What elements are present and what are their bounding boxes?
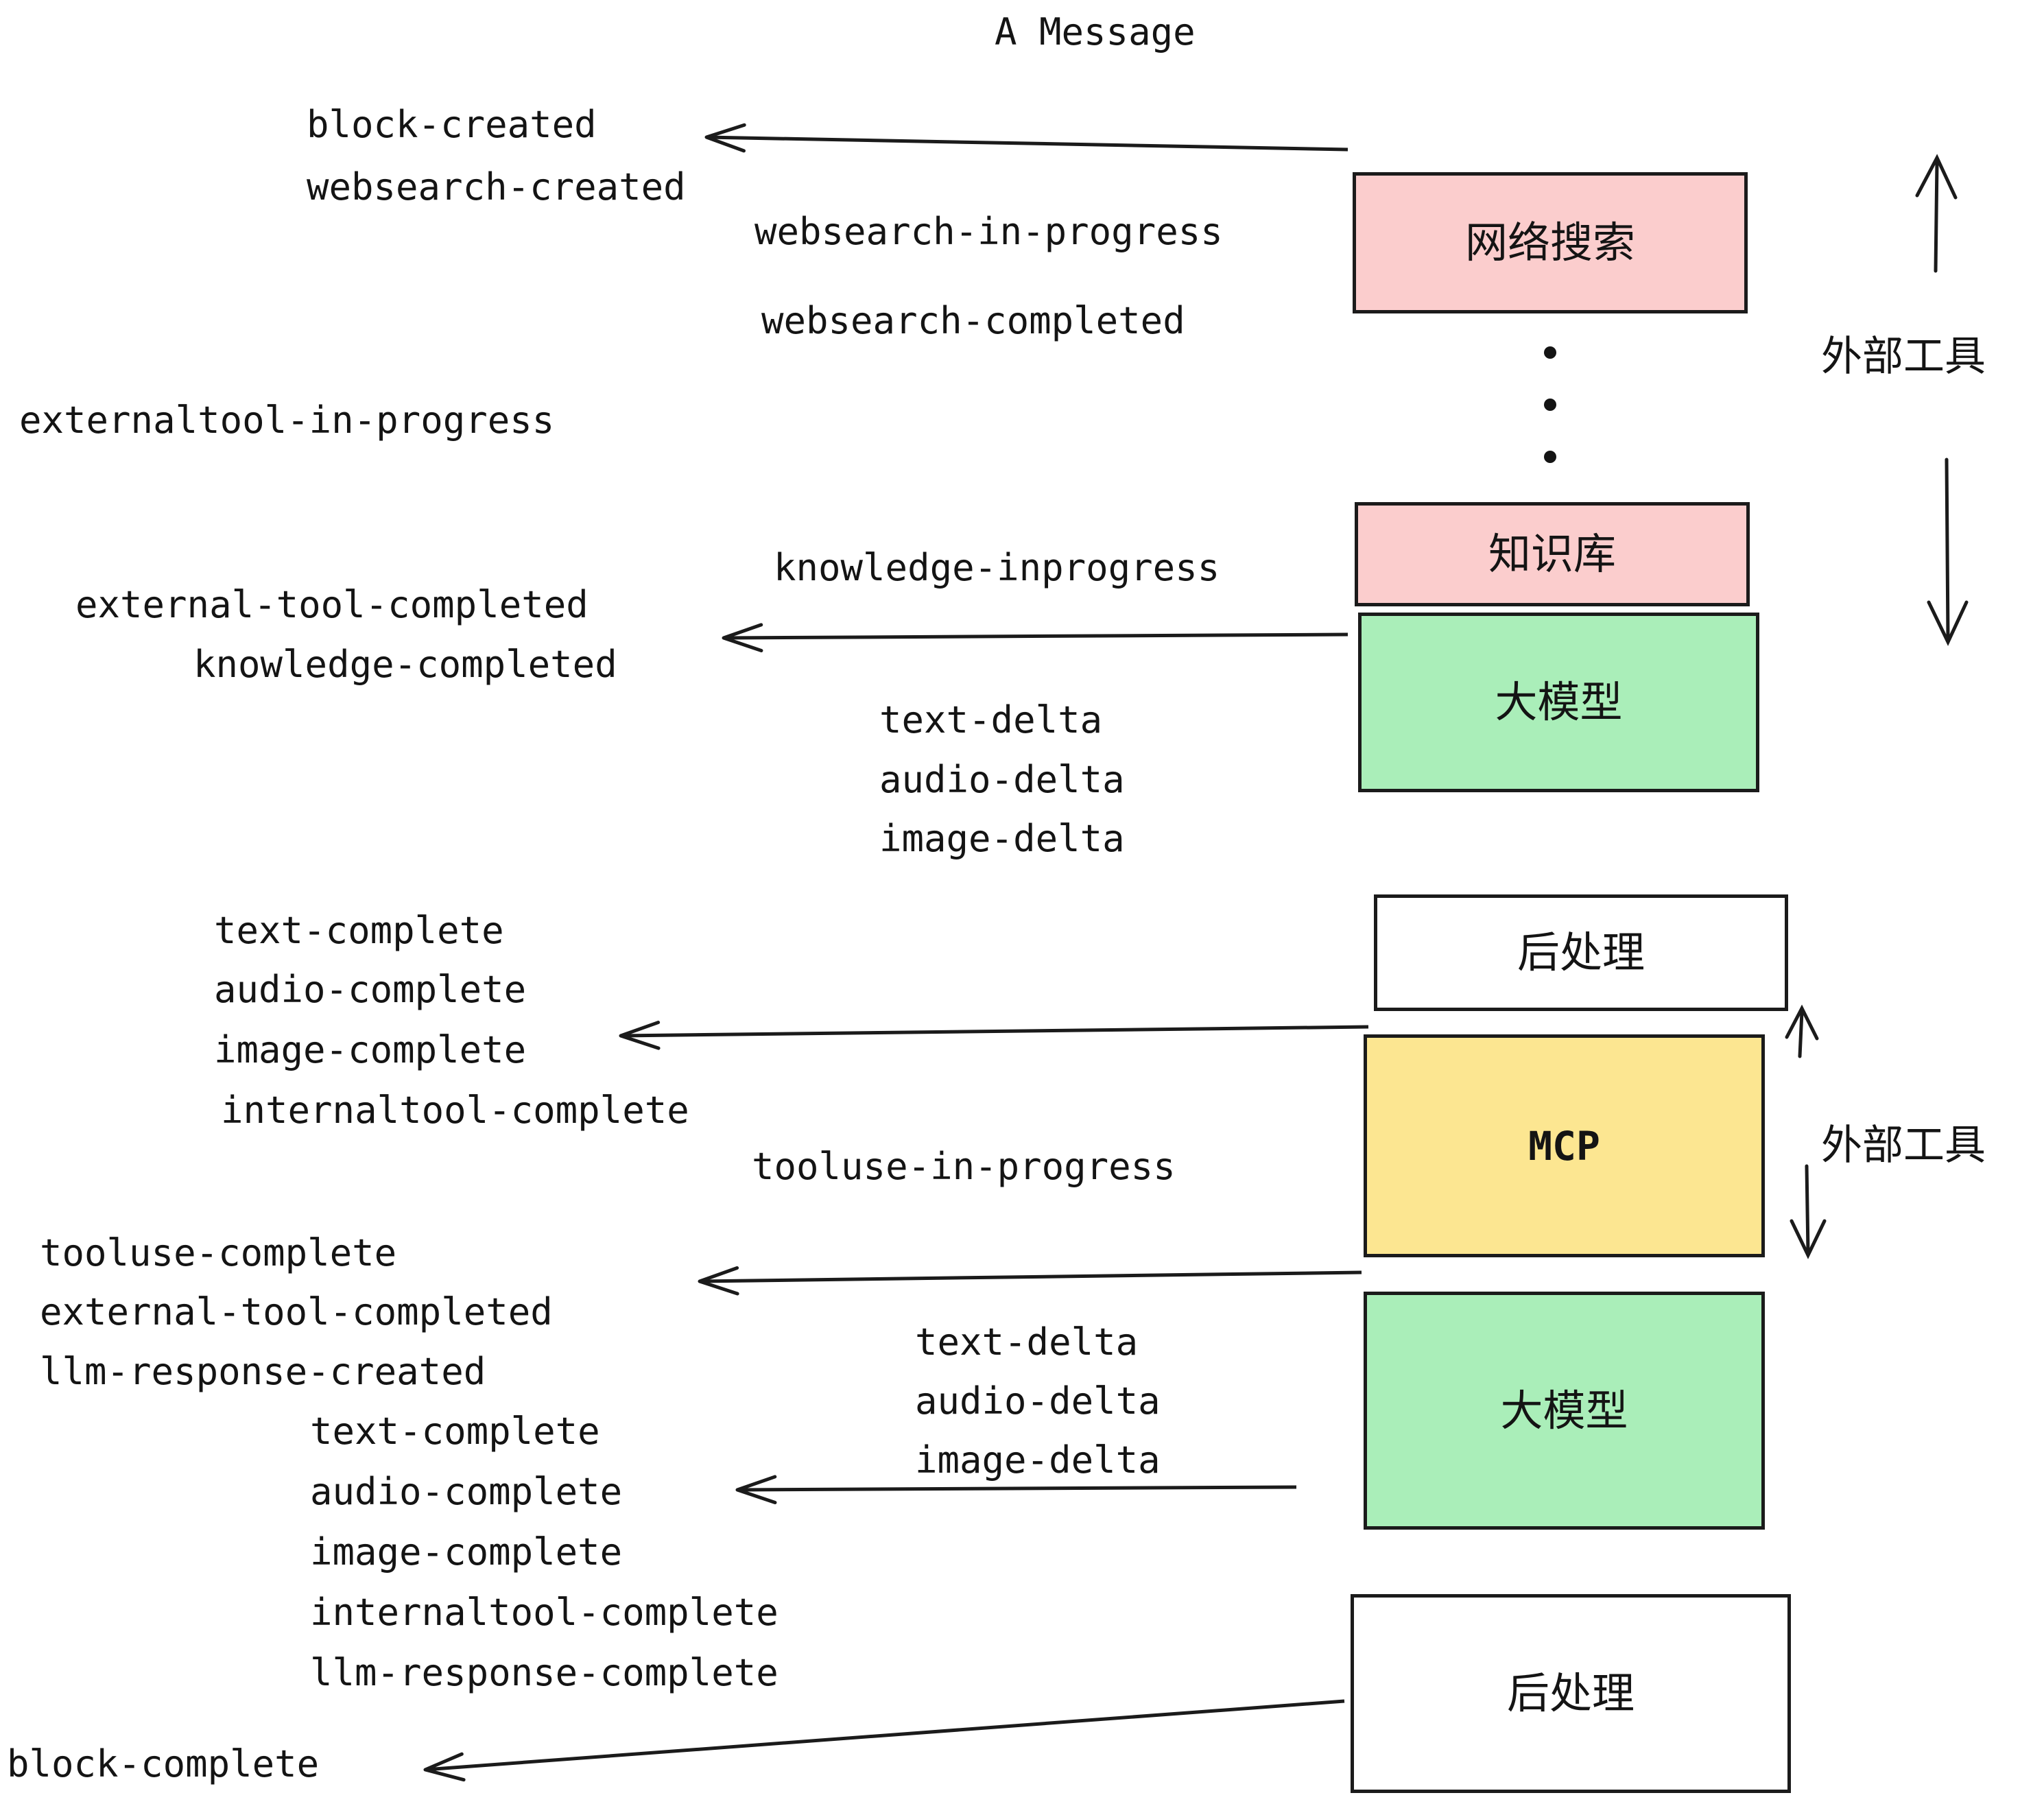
external-tool-down-arrow-bottom (1805, 1164, 1810, 1254)
node-llm-first[interactable]: 大模型 (1358, 613, 1759, 792)
event-label-external-tool-completed-1: external-tool-completed (75, 583, 589, 626)
arrow-mcp-to-tooluse-head (698, 1266, 739, 1296)
node-label: 后处理 (1506, 1668, 1635, 1718)
event-label-audio-complete-1: audio-complete (214, 968, 527, 1011)
ellipsis-dot (1544, 399, 1556, 411)
event-label-text-complete-1: text-complete (214, 909, 504, 952)
node-label: 大模型 (1495, 677, 1623, 727)
arrow-websearch-to-blockcreated-head (704, 123, 746, 153)
arrow-knowledge-to-completed-head (722, 623, 763, 652)
event-label-image-delta-1: image-delta (879, 817, 1125, 860)
ellipsis-dot (1544, 451, 1556, 463)
event-label-text-complete-2: text-complete (310, 1410, 600, 1453)
event-label-llm-response-created: llm-response-created (40, 1350, 486, 1393)
event-label-block-created: block-created (307, 103, 597, 146)
event-label-externaltool-in-progress: externaltool-in-progress (19, 399, 555, 442)
node-label: 网络搜索 (1464, 217, 1635, 268)
event-label-websearch-created: websearch-created (307, 165, 686, 209)
arrow-knowledge-to-completed (723, 632, 1348, 640)
external-tool-up-arrowhead-bottom (1785, 1004, 1819, 1041)
node-postprocess-second[interactable]: 后处理 (1351, 1594, 1791, 1793)
external-tool-down-arrowhead-bottom (1790, 1219, 1827, 1259)
external-tool-up-arrowhead-top (1915, 154, 1958, 200)
event-label-tooluse-in-progress: tooluse-in-progress (752, 1145, 1176, 1188)
arrow-llm-to-audiocomplete (737, 1485, 1297, 1492)
external-tool-down-arrowhead-top (1927, 600, 1969, 646)
event-label-image-complete-2: image-complete (310, 1530, 623, 1574)
arrow-llm-to-audiocomplete-head (735, 1475, 777, 1505)
external-tool-up-arrow-top (1934, 159, 1939, 273)
arrow-websearch-to-blockcreated (706, 135, 1348, 152)
event-label-websearch-completed: websearch-completed (761, 299, 1185, 342)
arrow-postprocess-to-blockcomplete (425, 1699, 1345, 1772)
arrow-mcp-to-tooluse (699, 1270, 1362, 1283)
vertical-ellipsis-icon (1543, 346, 1557, 463)
event-label-internaltool-complete-2: internaltool-complete (310, 1591, 779, 1634)
node-knowledge-base[interactable]: 知识库 (1355, 502, 1750, 606)
event-label-knowledge-completed: knowledge-completed (193, 643, 617, 686)
event-label-audio-complete-2: audio-complete (310, 1470, 623, 1513)
node-label: 大模型 (1500, 1385, 1628, 1436)
external-tool-down-arrow-top (1945, 458, 1950, 640)
node-label: 后处理 (1517, 927, 1645, 977)
event-label-external-tool-completed-2: external-tool-completed (40, 1290, 553, 1333)
external-tool-label-bottom: 外部工具 (1821, 1121, 1986, 1170)
node-mcp[interactable]: MCP (1364, 1034, 1765, 1257)
event-label-knowledge-inprogress: knowledge-inprogress (774, 546, 1220, 589)
event-label-llm-response-complete: llm-response-complete (310, 1651, 779, 1694)
event-label-text-delta-2: text-delta (915, 1320, 1139, 1364)
ellipsis-dot (1544, 346, 1556, 359)
event-label-tooluse-complete: tooluse-complete (40, 1231, 397, 1274)
event-label-audio-delta-1: audio-delta (879, 758, 1125, 801)
node-llm-second[interactable]: 大模型 (1364, 1292, 1765, 1530)
event-label-block-complete: block-complete (7, 1742, 320, 1785)
event-label-image-delta-2: image-delta (915, 1438, 1161, 1482)
node-web-search[interactable]: 网络搜索 (1353, 172, 1748, 313)
external-tool-label-top: 外部工具 (1821, 333, 1986, 381)
node-postprocess-first[interactable]: 后处理 (1374, 894, 1788, 1011)
arrow-postprocess-to-imagecomplete-head (619, 1021, 661, 1050)
arrow-postprocess-to-blockcomplete-head (423, 1752, 466, 1782)
node-label: MCP (1528, 1122, 1600, 1170)
node-label: 知识库 (1488, 529, 1616, 579)
arrow-postprocess-to-imagecomplete (620, 1025, 1369, 1038)
event-label-internaltool-complete-1: internaltool-complete (221, 1089, 689, 1132)
event-label-text-delta-1: text-delta (879, 698, 1103, 741)
diagram-title: A Message (995, 10, 1196, 54)
event-label-audio-delta-2: audio-delta (915, 1379, 1161, 1423)
event-label-websearch-in-progress: websearch-in-progress (754, 210, 1223, 253)
external-tool-up-arrow-bottom (1798, 1010, 1804, 1058)
event-label-image-complete-1: image-complete (214, 1028, 527, 1071)
